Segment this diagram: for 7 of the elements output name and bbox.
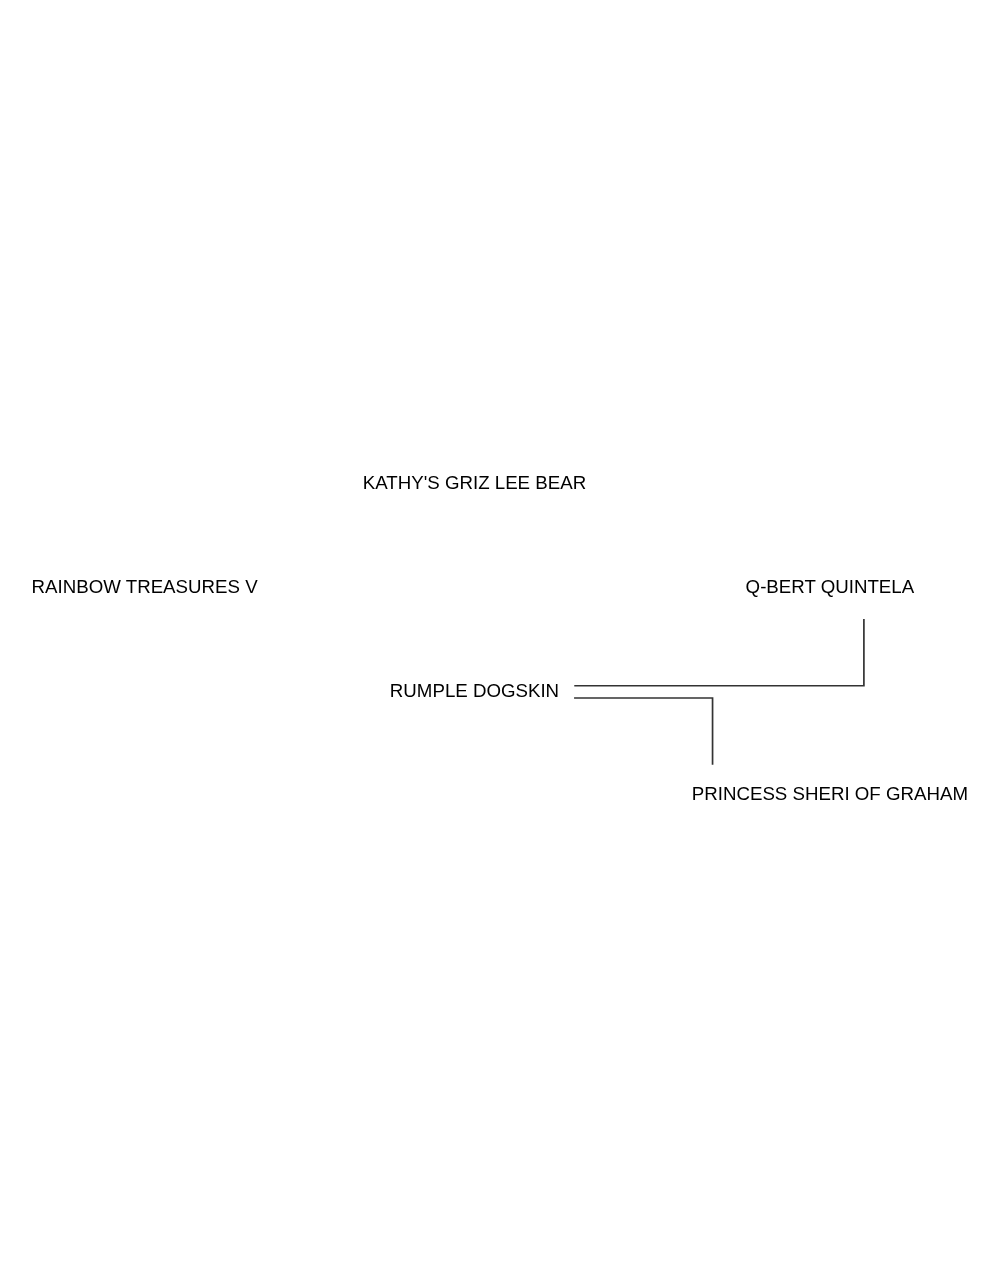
- node-text: Q-BERT QUINTELA: [745, 575, 915, 597]
- node-text: RUMPLE DOGSKIN: [389, 679, 560, 701]
- connector: [573, 618, 865, 687]
- connector: [573, 697, 714, 766]
- node-text: PRINCESS SHERI OF GRAHAM: [691, 783, 968, 805]
- node-text: RAINBOW TREASURES V: [31, 575, 258, 597]
- node-text: KATHY'S GRIZ LEE BEAR: [362, 472, 587, 494]
